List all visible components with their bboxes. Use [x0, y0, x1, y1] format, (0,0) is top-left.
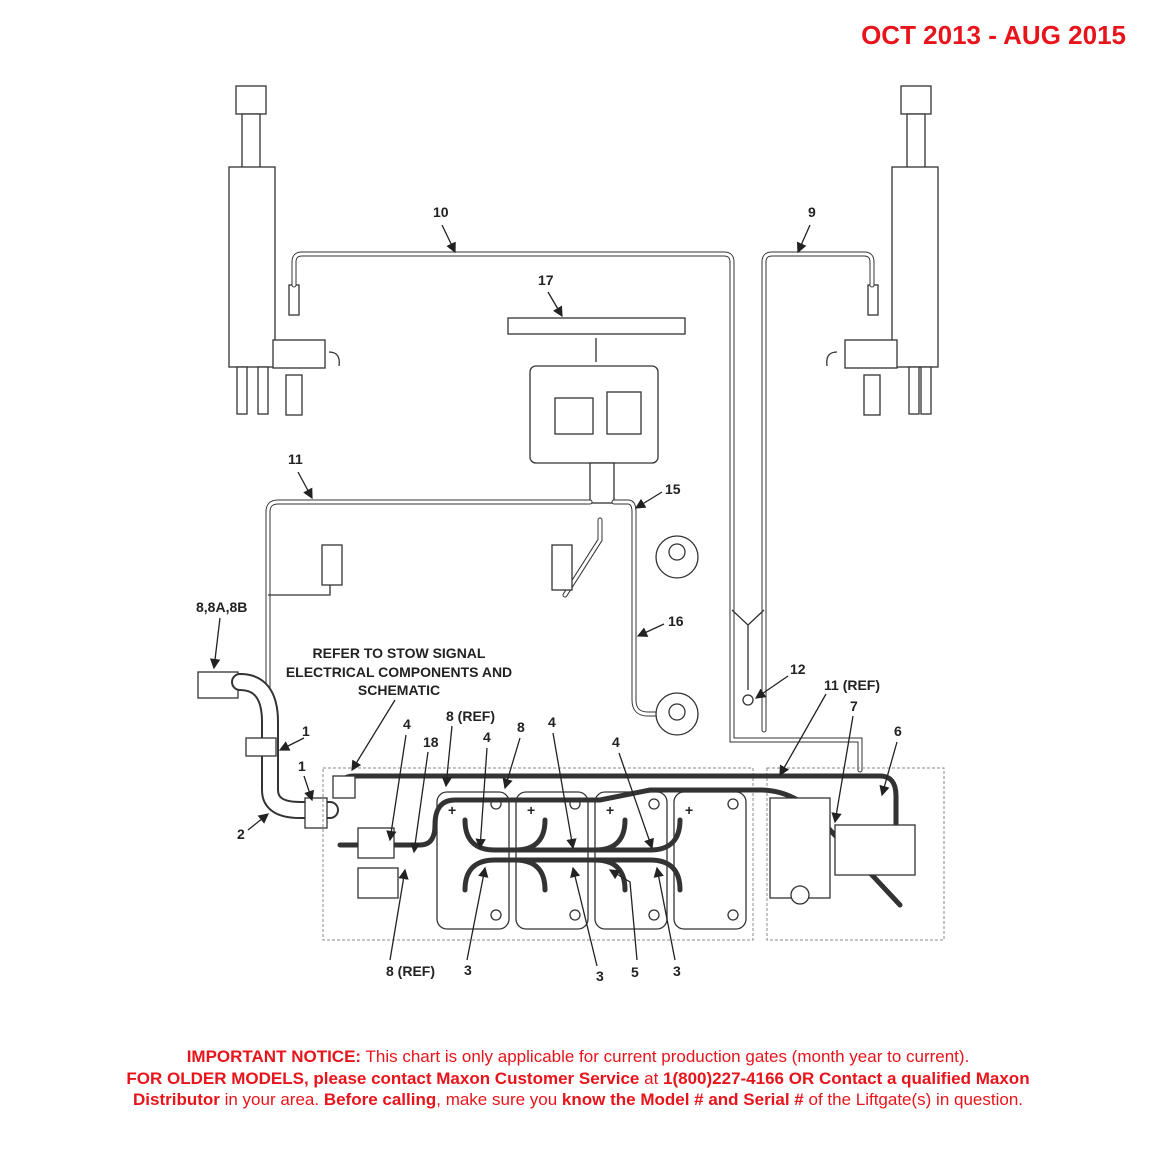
- callout-4d: 4: [612, 734, 620, 750]
- notice-before-calling: Before calling: [323, 1090, 437, 1109]
- wiring-parts-diagram: ++ ++ 10 9 17 11 15 16 8,8A,8B 12 11 (RE…: [196, 85, 945, 984]
- notice-text: at: [639, 1068, 664, 1088]
- notice-text: This chart is only applicable for curren…: [361, 1047, 970, 1066]
- date-range-title: OCT 2013 - AUG 2015: [861, 20, 1126, 50]
- callout-10: 10: [433, 204, 449, 220]
- callout-8: 8: [517, 719, 525, 735]
- notice-distributor: Distributor: [132, 1090, 220, 1109]
- important-notice: IMPORTANT NOTICE: This chart is only app…: [0, 1046, 1156, 1111]
- callout-1a: 1: [302, 723, 310, 739]
- pump-box: [766, 767, 945, 941]
- svg-text:+: +: [685, 802, 693, 818]
- notice-text: in your area.: [219, 1090, 324, 1109]
- callout-3a: 3: [464, 962, 472, 978]
- callout-6: 6: [894, 723, 902, 739]
- callout-3b: 3: [596, 968, 604, 984]
- control-switch-box: [529, 365, 659, 504]
- callout-3c: 3: [673, 963, 681, 979]
- notice-model-serial: know the Model # and Serial #: [561, 1090, 804, 1109]
- callout-17: 17: [538, 272, 554, 288]
- svg-text:REFER TO STOW SIGNAL: REFER TO STOW SIGNAL: [313, 645, 486, 661]
- callout-16: 16: [668, 613, 684, 629]
- callout-8-ref-top: 8 (REF): [446, 708, 495, 724]
- callout-11-ref: 11 (REF): [824, 677, 880, 693]
- svg-text:+: +: [606, 802, 614, 818]
- svg-text:+: +: [448, 802, 456, 818]
- right-hydraulic-cylinder: [826, 85, 939, 416]
- callout-8-8a-8b: 8,8A,8B: [196, 599, 247, 615]
- callout-4b: 4: [483, 729, 491, 745]
- notice-text: , make sure you: [436, 1090, 562, 1109]
- notice-heading: IMPORTANT NOTICE:: [186, 1047, 362, 1066]
- notice-older-models: FOR OLDER MODELS, please contact Maxon C…: [126, 1068, 640, 1088]
- callout-8-ref-bottom: 8 (REF): [386, 963, 435, 979]
- notice-text: of the Liftgate(s) in question.: [803, 1090, 1024, 1109]
- callout-1b: 1: [298, 758, 306, 774]
- callout-7: 7: [850, 698, 858, 714]
- callout-18: 18: [423, 734, 439, 750]
- callout-11: 11: [288, 451, 303, 467]
- notice-phone: 1(800)227-4166 OR Contact a qualified Ma…: [663, 1068, 1030, 1088]
- callout-5: 5: [631, 964, 639, 980]
- svg-text:+: +: [527, 802, 535, 818]
- svg-text:SCHEMATIC: SCHEMATIC: [358, 682, 440, 698]
- svg-text:ELECTRICAL COMPONENTS AND: ELECTRICAL COMPONENTS AND: [286, 664, 512, 680]
- refer-note: REFER TO STOW SIGNAL ELECTRICAL COMPONEN…: [286, 645, 512, 698]
- callout-12: 12: [790, 661, 806, 677]
- callout-4a: 4: [403, 716, 411, 732]
- battery-box: [322, 767, 754, 941]
- callout-15: 15: [665, 481, 681, 497]
- left-hydraulic-cylinder: [228, 85, 340, 416]
- callout-9: 9: [808, 204, 816, 220]
- light-bar: [507, 317, 686, 335]
- callout-2: 2: [237, 826, 245, 842]
- callout-4c: 4: [548, 714, 556, 730]
